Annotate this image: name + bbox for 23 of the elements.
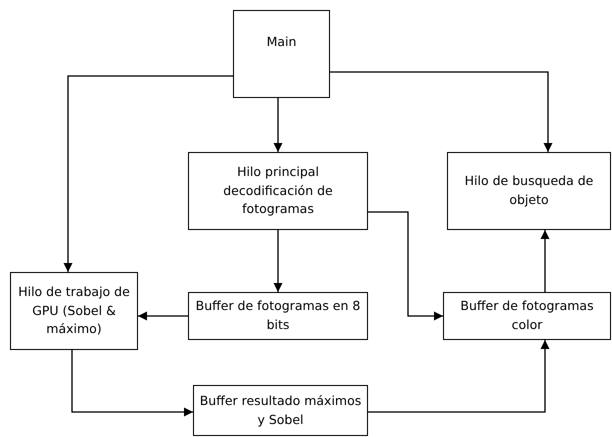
arrow <box>273 98 283 152</box>
box-label: Hilo de trabajo de GPU (Sobel & máximo) <box>17 282 131 338</box>
arrow <box>368 340 550 413</box>
box-label: Hilo principal decodificación de fotogramas <box>222 162 334 218</box>
box-label: Buffer resultado máximos y Sobel <box>198 392 362 429</box>
arrow <box>540 230 550 292</box>
process-box <box>188 152 368 230</box>
process-box <box>233 10 330 98</box>
box-label: Buffer de fotogramas en 8 bits <box>194 297 362 334</box>
arrow <box>368 211 443 321</box>
box-label: Hilo de busqueda de objeto <box>464 172 594 209</box>
process-box <box>10 272 138 350</box>
arrow <box>273 230 283 292</box>
arrow <box>71 350 193 417</box>
process-box <box>443 292 611 340</box>
process-box <box>447 152 611 230</box>
arrow <box>138 311 188 321</box>
process-box <box>193 385 368 436</box>
process-box <box>188 292 368 340</box>
arrow <box>63 75 233 272</box>
box-label: Buffer de fotogramas color <box>459 297 595 334</box>
box-label: Main <box>266 33 298 51</box>
arrow <box>330 71 553 152</box>
